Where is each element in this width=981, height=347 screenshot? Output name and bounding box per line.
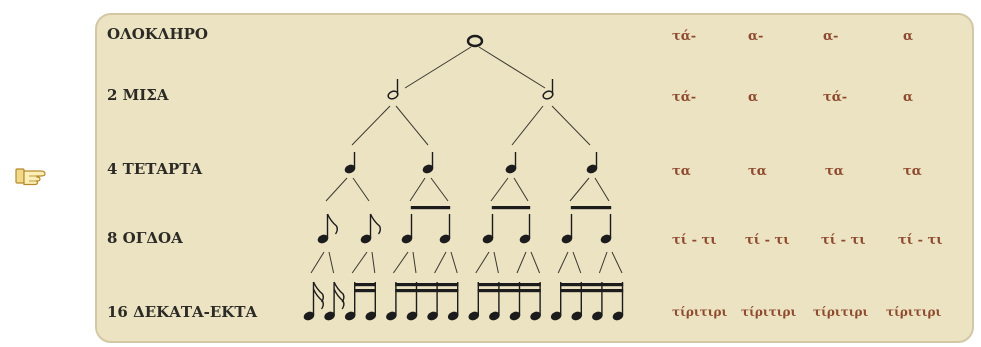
branch-eighth-left <box>557 251 569 274</box>
syllable-sixteenth-3: τίριτιρι <box>813 305 869 319</box>
branch-eighth-right <box>371 251 376 274</box>
syllable-quarter-2: τα <box>748 164 767 179</box>
eighth-beam <box>410 206 451 210</box>
syllable-quarter-3: τα <box>825 164 844 179</box>
syllable-sixteenth-1: τίριτιρι <box>672 305 728 319</box>
branch-eighth-left <box>598 251 608 274</box>
branch-eighth-left <box>516 251 527 274</box>
row-label-eighths: 8 ΟΓΔΟΑ <box>107 229 183 247</box>
branch-eighth-left <box>310 251 325 274</box>
syllable-half-4: α <box>903 90 914 105</box>
sixteenth-note-flag <box>312 288 324 310</box>
sixteenth-beam <box>560 283 624 287</box>
branch-eighth-right <box>412 251 417 274</box>
eighth-beam <box>491 206 531 210</box>
branch-quarter-left <box>569 177 590 202</box>
branch-quarter-right <box>594 177 610 202</box>
branch-quarter-right <box>513 177 529 202</box>
whole-note <box>466 34 484 48</box>
sixteenth-beam <box>395 289 459 293</box>
sixteenth-beam <box>354 283 376 287</box>
syllable-whole-4: α <box>903 29 914 44</box>
row-label-quarters: 4 ΤΕΤΑΡΤΑ <box>107 160 203 178</box>
syllable-quarter-4: τα <box>903 164 922 179</box>
sixteenth-beam <box>477 289 541 293</box>
eighth-beam <box>570 206 612 210</box>
branch-quarter-right <box>352 177 370 202</box>
row-label-whole: ΟΛΟΚΛΗΡΟ <box>107 25 208 43</box>
syllable-whole-3: α- <box>823 29 839 44</box>
branch-half-1-right <box>395 105 429 146</box>
sixteenth-beam <box>560 289 624 293</box>
sixteenth-beam <box>477 283 541 287</box>
syllable-eighth-4: τί - τι <box>898 233 943 248</box>
sixteenth-note-flag <box>312 281 324 303</box>
branch-eighth-right <box>611 251 623 274</box>
syllable-eighth-3: τί - τι <box>821 233 866 248</box>
branch-eighth-left <box>434 251 447 274</box>
branch-half-2-right <box>551 105 591 146</box>
branch-eighth-left <box>392 251 409 274</box>
sixteenth-note-flag <box>333 288 345 310</box>
branch-eighth-right <box>450 251 458 274</box>
branch-eighth-right <box>572 251 582 274</box>
syllable-quarter-1: τα <box>672 164 691 179</box>
branch-quarter-right <box>430 177 449 202</box>
note-values-panel <box>95 13 974 343</box>
branch-eighth-right <box>530 251 541 274</box>
syllable-half-1: τά- <box>672 90 697 105</box>
sixteenth-note-flag <box>333 281 345 303</box>
branch-eighth-left <box>351 251 368 274</box>
eighth-note-flag <box>326 213 338 235</box>
syllable-eighth-1: τί - τι <box>672 233 717 248</box>
branch-whole-right <box>478 46 546 89</box>
branch-whole-left <box>404 46 472 89</box>
syllable-sixteenth-4: τίριτιρι <box>886 305 942 319</box>
row-label-halves: 2 ΜΙΣΑ <box>107 86 169 104</box>
branch-quarter-left <box>490 177 509 202</box>
syllable-half-3: τά- <box>823 90 848 105</box>
branch-half-2-left <box>511 105 544 146</box>
branch-eighth-right <box>328 251 335 274</box>
sixteenth-beam <box>395 283 459 287</box>
syllable-whole-1: τά- <box>672 29 697 44</box>
branch-quarter-left <box>325 177 348 202</box>
sixteenth-beam <box>354 289 376 293</box>
branch-half-1-left <box>351 105 391 146</box>
syllable-eighth-2: τί - τι <box>745 233 790 248</box>
syllable-sixteenth-2: τίριτιρι <box>741 305 797 319</box>
branch-quarter-left <box>409 177 426 202</box>
branch-eighth-left <box>475 251 490 274</box>
syllable-whole-2: α- <box>748 29 764 44</box>
eighth-note-flag <box>369 213 381 235</box>
pointing-hand-icon <box>15 165 49 192</box>
branch-eighth-right <box>493 251 499 274</box>
row-label-sixteenths: 16 ΔΕΚΑΤΑ-ΕΚΤΑ <box>107 303 258 321</box>
syllable-half-2: α <box>748 90 759 105</box>
